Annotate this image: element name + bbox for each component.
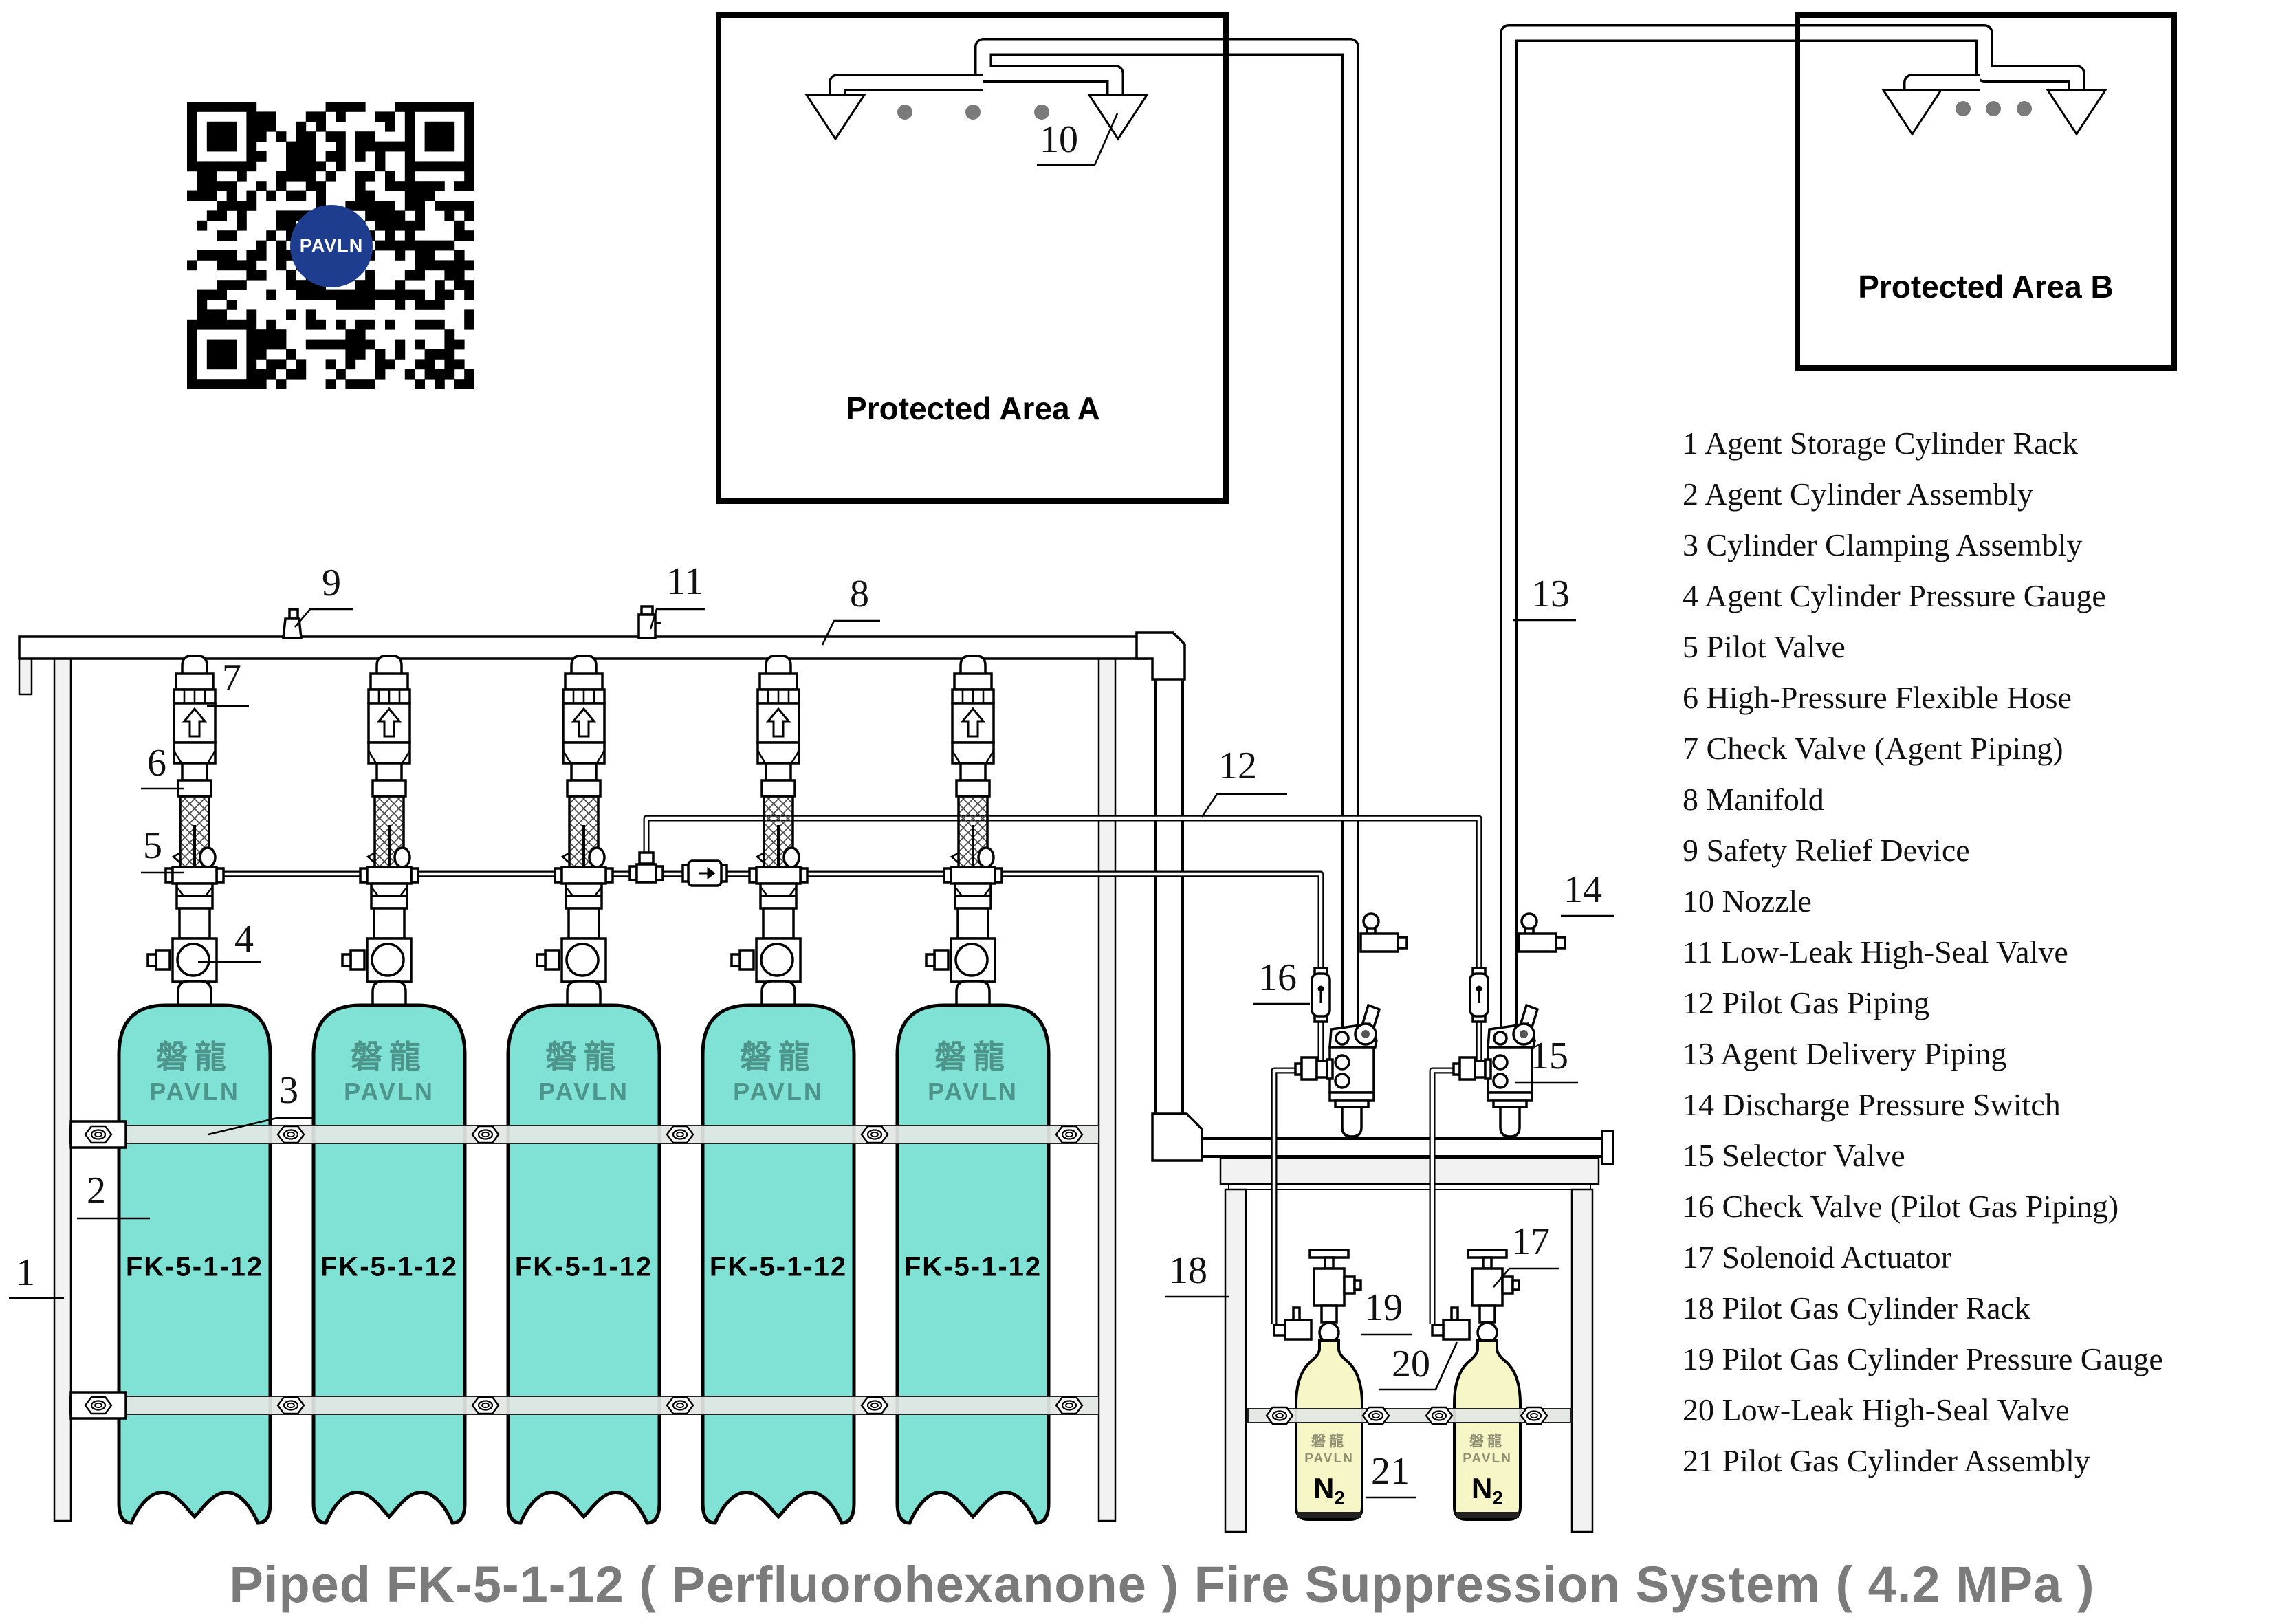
pilot-brand-cjk: 磐龍 — [1469, 1433, 1505, 1449]
protected-area-b-box — [1795, 12, 2177, 371]
cylinder-brand-latin: PAVLN — [733, 1077, 824, 1106]
page-title: Piped FK-5-1-12 ( Perfluorohexanone ) Fi… — [229, 1556, 2095, 1613]
pilot-line-tee — [628, 851, 664, 884]
callout-9: 9 — [322, 562, 341, 604]
callout-14: 14 — [1564, 868, 1602, 911]
legend-item: 3 Cylinder Clamping Assembly — [1683, 527, 2083, 562]
cylinder-brand-cjk: 磐龍 — [351, 1038, 428, 1075]
safety-relief-device — [282, 608, 303, 639]
legend-item: 20 Low-Leak High-Seal Valve — [1683, 1392, 2070, 1427]
protected-area-a-label: Protected Area A — [846, 391, 1100, 426]
callout-1: 1 — [16, 1251, 35, 1294]
protected-area-b-label: Protected Area B — [1858, 269, 2114, 305]
cylinder-brand-cjk: 磐龍 — [740, 1038, 817, 1075]
callout-4: 4 — [234, 918, 254, 961]
pilot-cylinder-clamp-band — [1247, 1406, 1572, 1425]
pilot-brand-cjk: 磐龍 — [1311, 1433, 1347, 1449]
legend-item: 18 Pilot Gas Cylinder Rack — [1683, 1291, 2030, 1326]
pilot-gas-label: N2 — [1471, 1471, 1503, 1509]
pilot-brand-latin: PAVLN — [1463, 1451, 1512, 1466]
callout-10: 10 — [1040, 118, 1078, 161]
callout-2: 2 — [87, 1170, 106, 1212]
agent-delivery-piping — [829, 24, 2085, 1165]
cylinder-brand-latin: PAVLN — [149, 1077, 240, 1106]
legend-item: 21 Pilot Gas Cylinder Assembly — [1683, 1443, 2090, 1478]
legend-item: 1 Agent Storage Cylinder Rack — [1683, 426, 2078, 461]
cylinder-brand-cjk: 磐龍 — [545, 1038, 622, 1075]
agent-cylinder-rack — [18, 657, 1117, 1522]
callout-5: 5 — [143, 824, 162, 867]
legend-item: 6 High-Pressure Flexible Hose — [1683, 680, 2072, 715]
callout-18: 18 — [1169, 1249, 1207, 1292]
legend-item: 14 Discharge Pressure Switch — [1683, 1087, 2061, 1122]
legend: 1 Agent Storage Cylinder Rack 2 Agent Cy… — [1683, 418, 2163, 1486]
callout-leaders — [9, 113, 1614, 1499]
callout-12: 12 — [1218, 745, 1257, 787]
legend-item: 16 Check Valve (Pilot Gas Piping) — [1683, 1189, 2119, 1224]
legend-item: 8 Manifold — [1683, 782, 1824, 817]
pilot-brand-latin: PAVLN — [1304, 1451, 1354, 1466]
cylinder-brand-latin: PAVLN — [344, 1077, 435, 1106]
legend-item: 13 Agent Delivery Piping — [1683, 1036, 2007, 1071]
agent-label: FK-5-1-12 — [903, 1251, 1042, 1282]
agent-label: FK-5-1-12 — [514, 1251, 653, 1282]
detector-dots — [897, 101, 2032, 120]
legend-item: 5 Pilot Valve — [1683, 629, 1846, 664]
callout-19: 19 — [1364, 1286, 1403, 1329]
callout-7: 7 — [222, 657, 241, 699]
callout-21: 21 — [1371, 1450, 1410, 1493]
agent-label: FK-5-1-12 — [709, 1251, 848, 1282]
callout-20: 20 — [1392, 1343, 1430, 1385]
callout-11: 11 — [666, 560, 703, 603]
agent-label: FK-5-1-12 — [320, 1251, 459, 1282]
cylinder-brand-latin: PAVLN — [928, 1077, 1018, 1106]
callout-8: 8 — [850, 573, 869, 615]
legend-item: 2 Agent Cylinder Assembly — [1683, 476, 2033, 512]
qr-logo-badge: PAVLN — [290, 204, 373, 287]
callout-3: 3 — [279, 1069, 298, 1112]
low-leak-high-seal-valve-manifold — [637, 605, 661, 639]
legend-item: 10 Nozzle — [1683, 884, 1812, 919]
legend-item: 12 Pilot Gas Piping — [1683, 985, 1930, 1020]
cylinder-brand-cjk: 磐龍 — [934, 1038, 1011, 1075]
protected-area-a-box — [716, 12, 1229, 504]
pilot-gas-label: N2 — [1313, 1471, 1345, 1509]
legend-item: 17 Solenoid Actuator — [1683, 1240, 1951, 1275]
legend-item: 19 Pilot Gas Cylinder Pressure Gauge — [1683, 1341, 2163, 1376]
callout-16: 16 — [1258, 956, 1297, 999]
qr-logo-text: PAVLN — [299, 235, 364, 256]
legend-item: 11 Low-Leak High-Seal Valve — [1683, 934, 2068, 969]
agent-label: FK-5-1-12 — [125, 1251, 264, 1282]
callout-6: 6 — [147, 742, 166, 784]
cylinder-brand-latin: PAVLN — [538, 1077, 629, 1106]
cylinder-clamping-assembly — [69, 1120, 1099, 1420]
legend-item: 9 Safety Relief Device — [1683, 833, 1970, 868]
legend-item: 15 Selector Valve — [1683, 1138, 1905, 1173]
legend-item: 4 Agent Cylinder Pressure Gauge — [1683, 578, 2106, 613]
callout-15: 15 — [1530, 1035, 1568, 1077]
cylinder-brand-cjk: 磐龍 — [156, 1038, 233, 1075]
callout-13: 13 — [1531, 573, 1570, 615]
legend-item: 7 Check Valve (Agent Piping) — [1683, 731, 2063, 766]
callout-17: 17 — [1511, 1220, 1550, 1263]
qr-code-pattern — [187, 102, 474, 389]
pilot-gas-cylinder-rack — [1219, 1156, 1600, 1533]
pilot-line-check-valve-icon — [681, 859, 728, 887]
qr-code: PAVLN — [187, 96, 476, 395]
